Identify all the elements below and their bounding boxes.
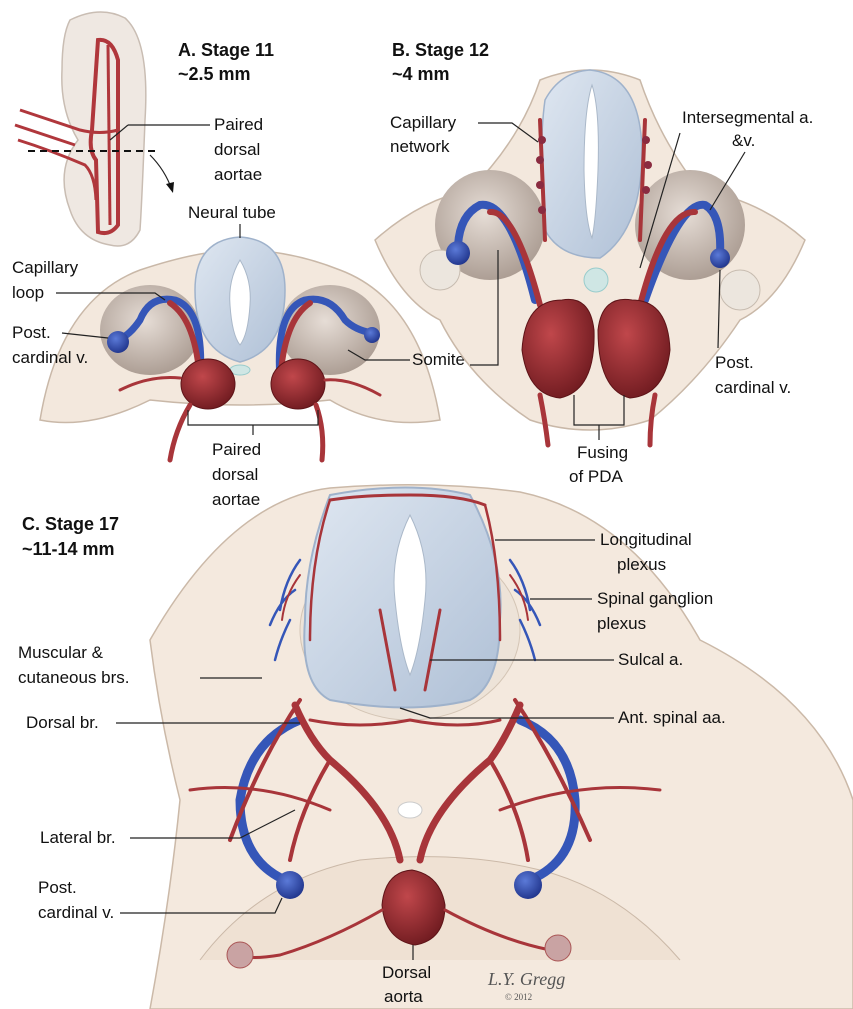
label-a-post-cardinal-v-2: cardinal v. <box>12 348 88 367</box>
label-c-dorsal-br: Dorsal br. <box>26 713 99 732</box>
label-b-capillary-network-1: Capillary <box>390 113 457 132</box>
signature-year: © 2012 <box>505 992 532 1002</box>
label-a-capillary-loop-2: loop <box>12 283 44 302</box>
panel-b-size: ~4 mm <box>392 64 450 84</box>
somite-left <box>100 285 200 375</box>
label-c-post-cardinal-v-1: Post. <box>38 878 77 897</box>
label-a-capillary-loop-1: Capillary <box>12 258 79 277</box>
label-a-somite: Somite <box>412 350 465 369</box>
dorsal-aorta-left <box>181 359 235 409</box>
panel-a-section <box>40 237 440 460</box>
label-c-lateral-br: Lateral br. <box>40 828 116 847</box>
label-b-post-cardinal-v-1: Post. <box>715 353 754 372</box>
label-a-paired-dorsal-aortae-top-1: Paired <box>214 115 263 134</box>
label-c-dorsal-aorta-1: Dorsal <box>382 963 431 982</box>
post-cardinal-vein-right <box>364 327 380 343</box>
label-b-intersegmental-1: Intersegmental a. <box>682 108 813 127</box>
panel-b-title: B. Stage 12 <box>392 40 489 60</box>
label-a-paired-dorsal-aortae-bottom-1: Paired <box>212 440 261 459</box>
post-cardinal-vein-c-left <box>276 871 304 899</box>
label-a-paired-dorsal-aortae-bottom-2: dorsal <box>212 465 258 484</box>
panel-a-title: A. Stage 11 <box>178 40 274 60</box>
label-c-spinal-ganglion-plexus-2: plexus <box>597 614 646 633</box>
label-b-post-cardinal-v-2: cardinal v. <box>715 378 791 397</box>
label-b-intersegmental-2: &v. <box>732 131 755 150</box>
label-b-capillary-network-2: network <box>390 137 450 156</box>
label-c-ant-spinal-aa: Ant. spinal aa. <box>618 708 726 727</box>
artist-signature: L.Y. Gregg <box>487 969 565 989</box>
post-cardinal-vein-b-left <box>446 241 470 265</box>
label-a-paired-dorsal-aortae-top-3: aortae <box>214 165 262 184</box>
label-c-muscular-cutaneous-1: Muscular & <box>18 643 104 662</box>
label-c-post-cardinal-v-2: cardinal v. <box>38 903 114 922</box>
label-c-sulcal-a: Sulcal a. <box>618 650 683 669</box>
panel-c: C. Stage 17 ~11-14 mm <box>18 485 853 1009</box>
label-c-longitudinal-plexus-1: Longitudinal <box>600 530 692 549</box>
panel-b: B. Stage 12 ~4 mm <box>375 40 813 486</box>
label-c-longitudinal-plexus-2: plexus <box>617 555 666 574</box>
label-c-muscular-cutaneous-2: cutaneous brs. <box>18 668 130 687</box>
post-cardinal-vein-left <box>107 331 129 353</box>
post-cardinal-vein-b-right <box>710 248 730 268</box>
label-c-dorsal-aorta-2: aorta <box>384 987 423 1006</box>
label-a-post-cardinal-v-1: Post. <box>12 323 51 342</box>
label-b-fusing-pda-2: of PDA <box>569 467 624 486</box>
label-a-paired-dorsal-aortae-bottom-3: aortae <box>212 490 260 509</box>
label-a-neural-tube: Neural tube <box>188 203 276 222</box>
panel-c-size: ~11-14 mm <box>22 539 115 559</box>
embryo-overview <box>15 12 174 246</box>
post-cardinal-vein-c-right <box>514 871 542 899</box>
panel-c-title: C. Stage 17 <box>22 514 119 534</box>
label-a-paired-dorsal-aortae-top-2: dorsal <box>214 140 260 159</box>
panel-c-section <box>150 485 853 1009</box>
dorsal-aorta-right <box>271 359 325 409</box>
label-c-spinal-ganglion-plexus-1: Spinal ganglion <box>597 589 713 608</box>
panel-a-size: ~2.5 mm <box>178 64 251 84</box>
label-b-fusing-pda-1: Fusing <box>577 443 628 462</box>
